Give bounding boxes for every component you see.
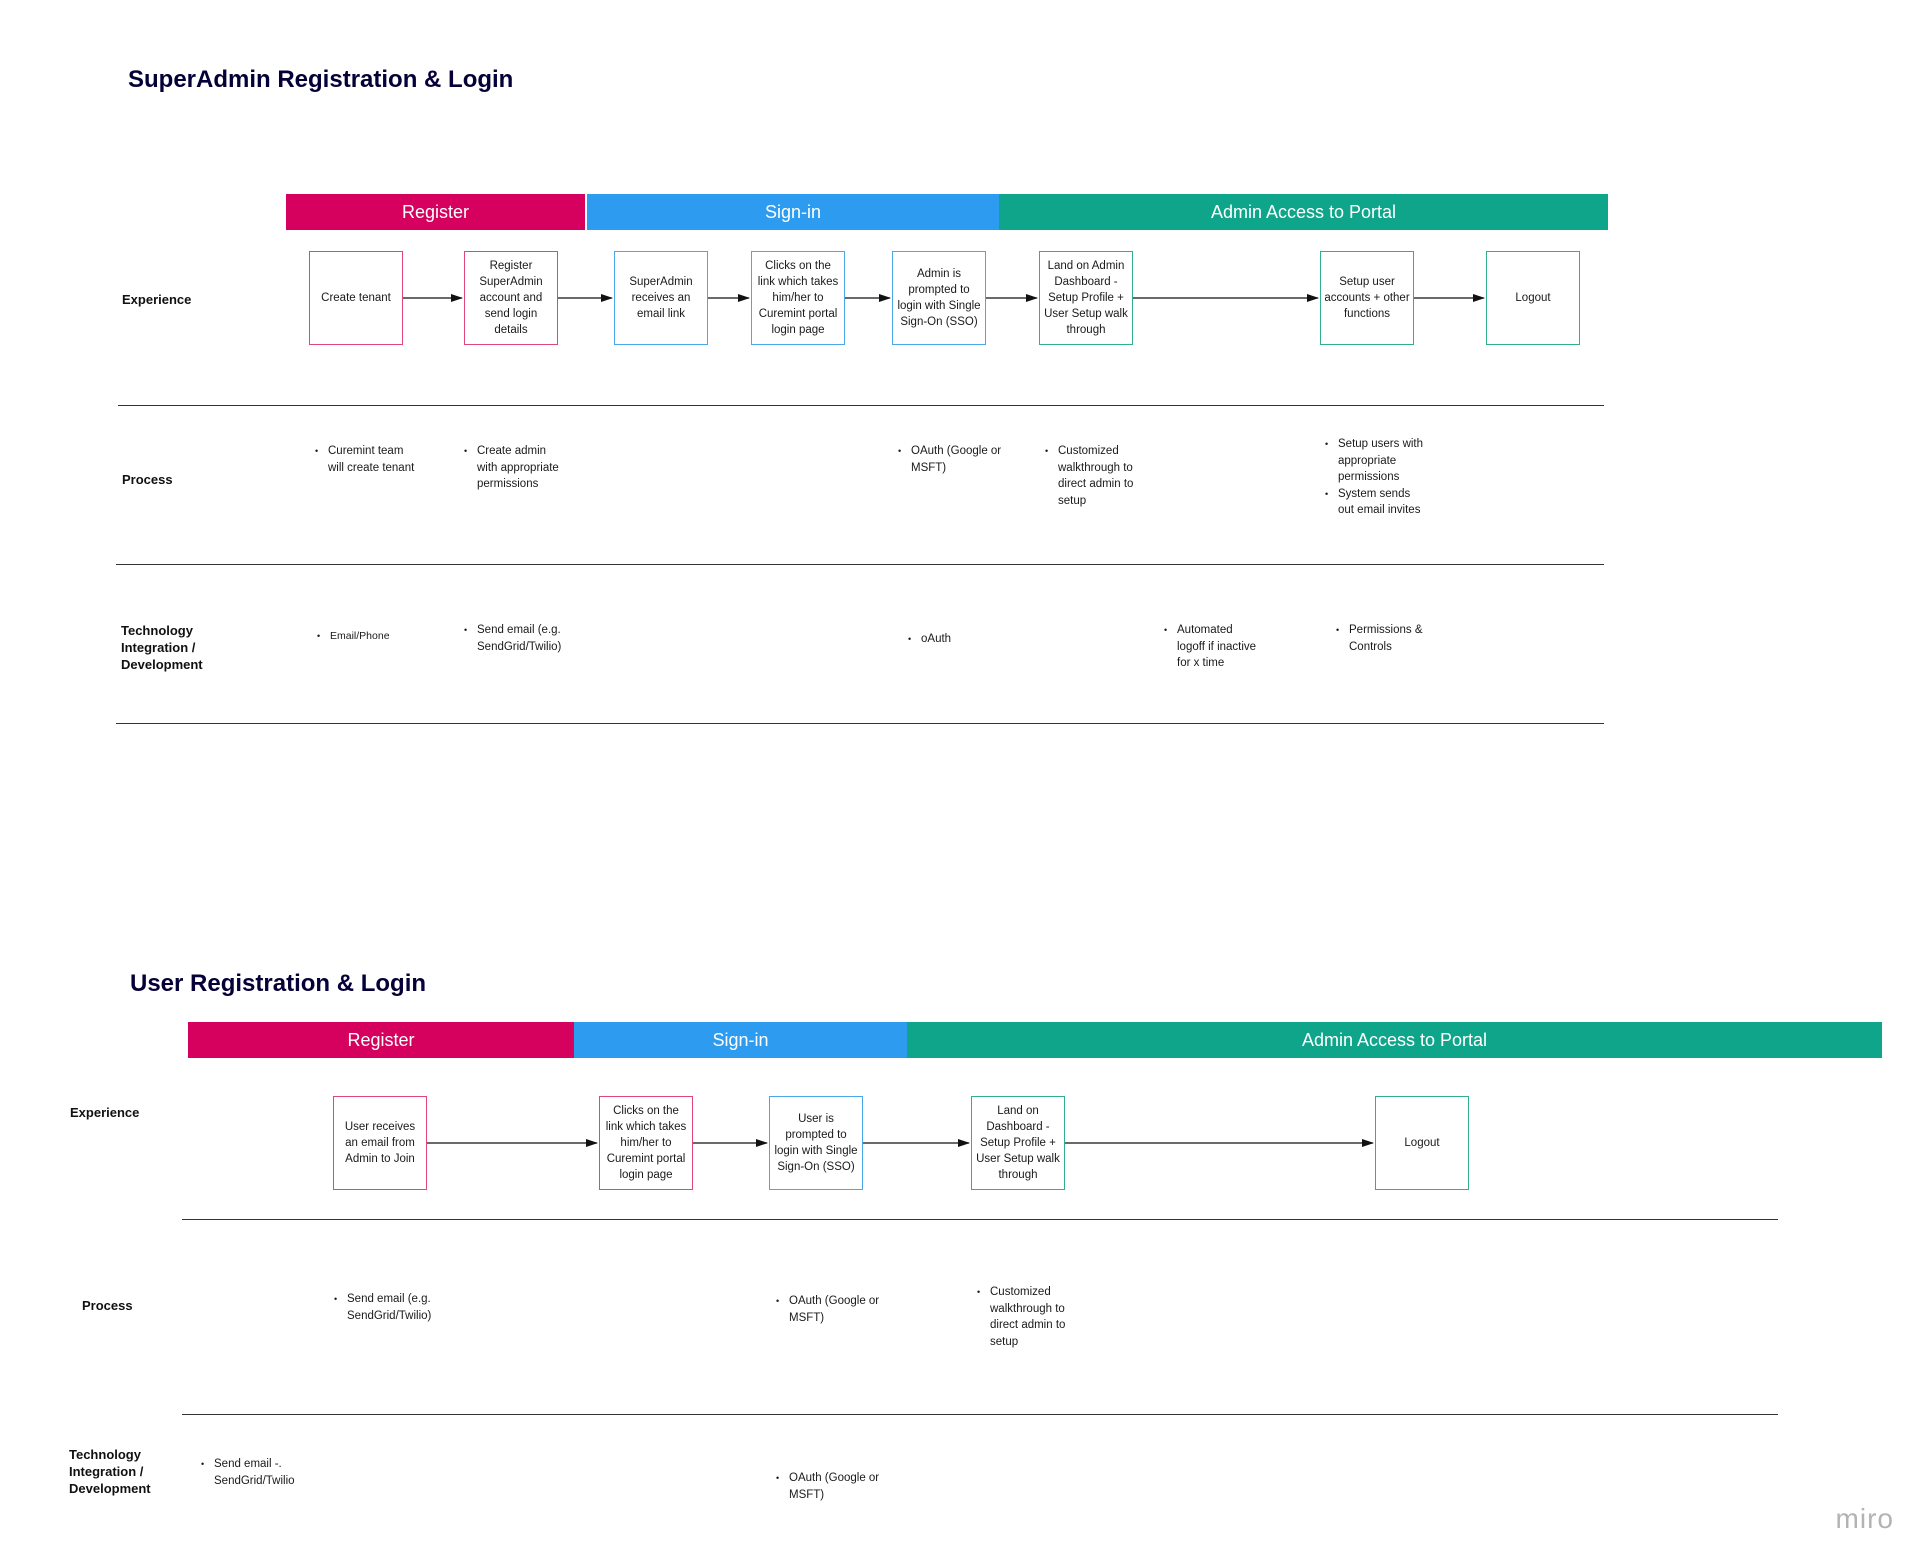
process-note: Customized walkthrough to direct admin t… (1045, 443, 1155, 509)
step-click-link: Clicks on the link which takes him/her t… (751, 251, 845, 345)
phase-admin-access: Admin Access to Portal (907, 1022, 1882, 1058)
technology-note: OAuth (Google or MSFT) (776, 1470, 881, 1503)
phase-sign-in: Sign-in (587, 194, 999, 230)
note-item: Setup users with appropriate permissions (1325, 436, 1425, 486)
step-register-superadmin: Register SuperAdmin account and send log… (464, 251, 558, 345)
note-item: System sends out email invites (1325, 486, 1425, 519)
note-item: Send email -. SendGrid/Twilio (201, 1456, 316, 1489)
phase-sign-in: Sign-in (574, 1022, 907, 1058)
process-note: Setup users with appropriate permissions… (1325, 436, 1425, 519)
step-logout: Logout (1375, 1096, 1469, 1190)
note-item: OAuth (Google or MSFT) (776, 1470, 881, 1503)
user-title: User Registration & Login (130, 970, 427, 997)
phase-register: Register (188, 1022, 574, 1058)
row-label-process: Process (82, 1298, 133, 1313)
note-item: Permissions & Controls (1336, 622, 1431, 655)
note-item: Send email (e.g. SendGrid/Twilio) (334, 1291, 454, 1324)
row-label-experience: Experience (122, 292, 192, 307)
step-setup-user-accounts: Setup user accounts + other functions (1320, 251, 1414, 345)
row-label-technology: Technology Integration / Development (69, 1447, 151, 1496)
note-item: OAuth (Google or MSFT) (776, 1293, 881, 1326)
divider (116, 564, 1604, 565)
note-item: Create admin with appropriate permission… (464, 443, 569, 493)
phase-register: Register (286, 194, 585, 230)
step-receive-invite-email: User receives an email from Admin to Joi… (333, 1096, 427, 1190)
note-item: oAuth (908, 631, 988, 648)
technology-note: Permissions & Controls (1336, 622, 1431, 655)
row-label-experience: Experience (70, 1105, 140, 1120)
phase-admin-access: Admin Access to Portal (999, 194, 1608, 230)
process-note: OAuth (Google or MSFT) (898, 443, 1003, 476)
technology-note: Send email (e.g. SendGrid/Twilio) (464, 622, 579, 655)
step-dashboard: Land on Dashboard - Setup Profile + User… (971, 1096, 1065, 1190)
miro-logo: miro (1835, 1503, 1894, 1534)
step-logout: Logout (1486, 251, 1580, 345)
divider (118, 405, 1604, 406)
divider (182, 1414, 1778, 1415)
divider (182, 1219, 1778, 1220)
note-item: Email/Phone (317, 628, 427, 645)
process-note: Create admin with appropriate permission… (464, 443, 569, 493)
step-sso-login: Admin is prompted to login with Single S… (892, 251, 986, 345)
note-item: Send email (e.g. SendGrid/Twilio) (464, 622, 579, 655)
note-item: Curemint team will create tenant (315, 443, 420, 476)
technology-note: Email/Phone (317, 628, 427, 645)
step-click-link: Clicks on the link which takes him/her t… (599, 1096, 693, 1190)
step-sso-login: User is prompted to login with Single Si… (769, 1096, 863, 1190)
note-item: Automated logoff if inactive for x time (1164, 622, 1259, 672)
step-admin-dashboard: Land on Admin Dashboard - Setup Profile … (1039, 251, 1133, 345)
note-item: Customized walkthrough to direct admin t… (977, 1284, 1087, 1350)
step-receive-email-link: SuperAdmin receives an email link (614, 251, 708, 345)
technology-note: oAuth (908, 631, 988, 648)
process-note: Customized walkthrough to direct admin t… (977, 1284, 1087, 1350)
process-note: OAuth (Google or MSFT) (776, 1293, 881, 1326)
divider (116, 723, 1604, 724)
process-note: Send email (e.g. SendGrid/Twilio) (334, 1291, 454, 1324)
note-item: OAuth (Google or MSFT) (898, 443, 1003, 476)
row-label-technology: Technology Integration / Development (121, 623, 203, 672)
technology-note: Send email -. SendGrid/Twilio (201, 1456, 316, 1489)
row-label-process: Process (122, 472, 173, 487)
note-item: Customized walkthrough to direct admin t… (1045, 443, 1155, 509)
process-note: Curemint team will create tenant (315, 443, 420, 476)
step-create-tenant: Create tenant (309, 251, 403, 345)
technology-note: Automated logoff if inactive for x time (1164, 622, 1259, 672)
superadmin-title: SuperAdmin Registration & Login (128, 66, 514, 93)
